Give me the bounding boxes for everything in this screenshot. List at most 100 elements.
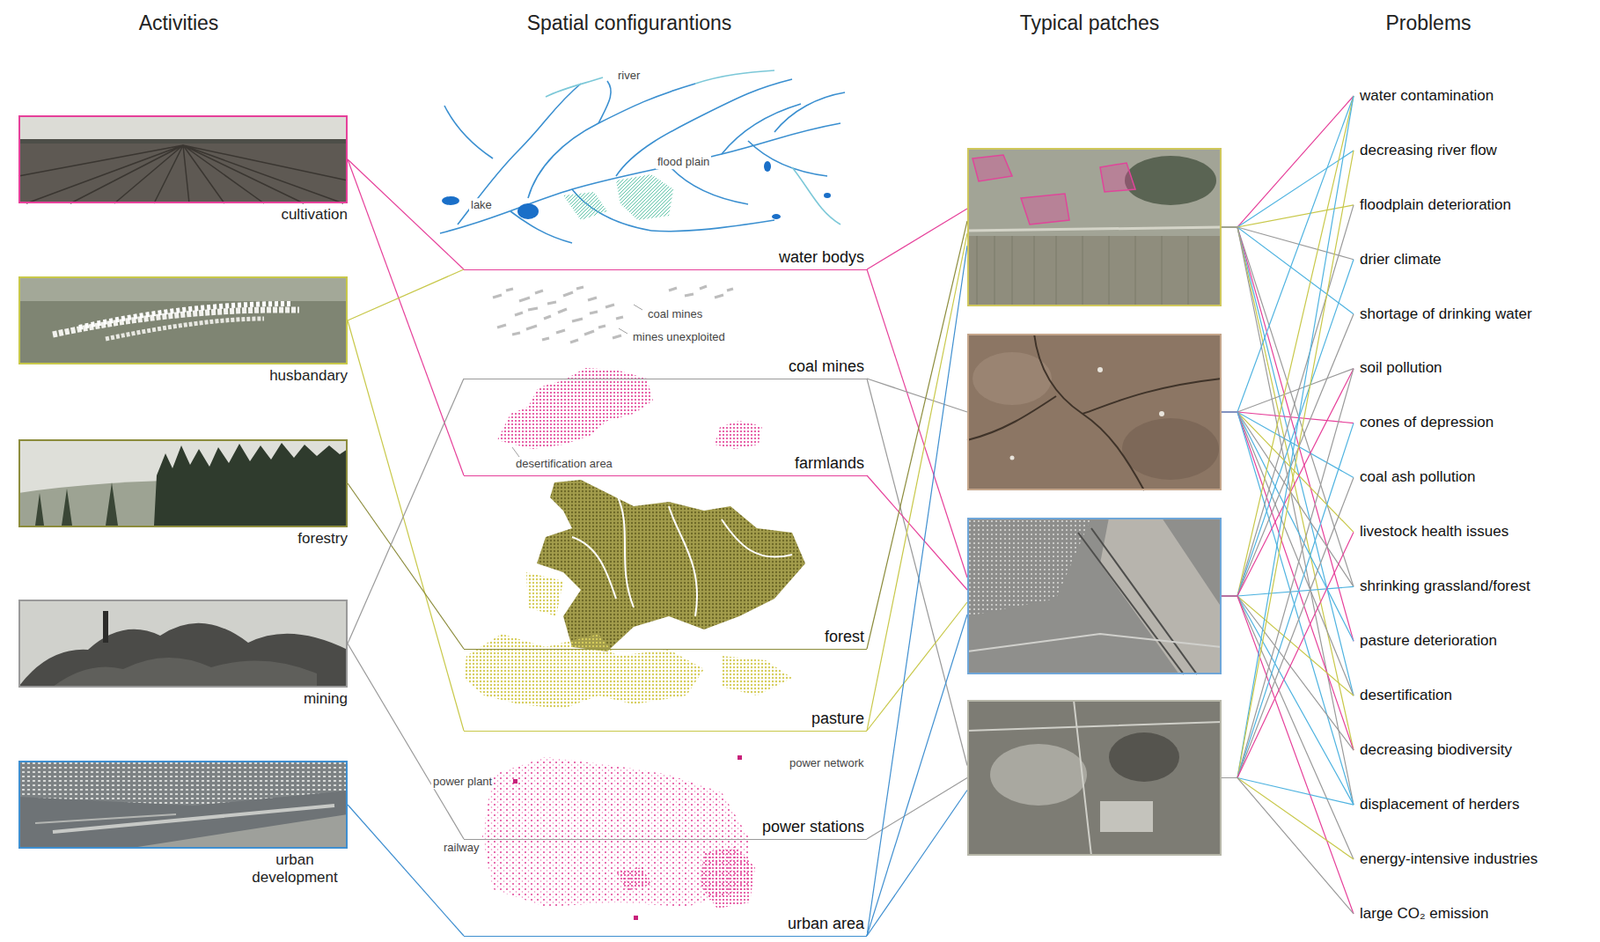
connector xyxy=(347,378,464,644)
pasture-area xyxy=(463,633,705,709)
lake-shape xyxy=(823,192,831,199)
problem-item: pasture deterioration xyxy=(1353,630,1498,652)
connector xyxy=(347,269,464,321)
power-plant-mark xyxy=(513,778,518,784)
activity-caption: husbandary xyxy=(18,366,348,385)
connector xyxy=(866,220,968,649)
patch-image xyxy=(967,699,1222,856)
connector xyxy=(1221,95,1354,778)
connector xyxy=(1221,411,1354,532)
connector xyxy=(347,320,464,731)
problem-item: soil pollution xyxy=(1353,357,1443,379)
power-plant-mark xyxy=(633,915,639,920)
problem-item: energy-intensive industries xyxy=(1353,848,1538,870)
connector xyxy=(1221,95,1354,228)
map-label: river xyxy=(616,68,642,83)
photo-mining xyxy=(18,599,348,687)
pasture-area xyxy=(721,655,793,696)
problem-text: displacement of herders xyxy=(1359,795,1520,814)
patch-image xyxy=(967,517,1222,675)
problem-text: floodplain deterioration xyxy=(1359,196,1512,214)
column-header: Problems xyxy=(1385,11,1471,37)
photo-frame xyxy=(18,599,348,688)
map-label: desertification area xyxy=(513,456,615,471)
connector xyxy=(1221,150,1354,228)
forest-area xyxy=(536,479,806,652)
problem-text: pasture deterioration xyxy=(1359,631,1498,650)
connector xyxy=(1221,595,1354,805)
lake-shape xyxy=(517,203,539,220)
problem-text: energy-intensive industries xyxy=(1359,850,1538,868)
map-label: power plant xyxy=(431,774,494,789)
map-layer: forest xyxy=(463,627,867,650)
map-label: flood plain xyxy=(655,154,712,169)
connector xyxy=(1221,259,1354,596)
activity-photo: urban development xyxy=(18,760,348,886)
pasture-area xyxy=(526,572,564,617)
connector xyxy=(1221,777,1354,860)
problem-item: coal ash pollution xyxy=(1353,466,1476,488)
patch-photo xyxy=(967,699,1222,856)
urban-area xyxy=(616,866,652,891)
connector xyxy=(1221,368,1354,412)
activity-photo: mining xyxy=(18,599,348,708)
map-label: mines unexploited xyxy=(631,330,727,345)
photo-frame xyxy=(18,439,348,528)
connector xyxy=(1221,423,1354,778)
connector xyxy=(866,790,968,937)
problem-text: decreasing river flow xyxy=(1359,141,1498,160)
problem-item: large CO₂ emission xyxy=(1353,902,1489,925)
connector xyxy=(1221,595,1354,859)
connector xyxy=(866,475,968,590)
connector xyxy=(347,483,464,649)
problem-item: shrinking grassland/forest xyxy=(1353,575,1531,597)
layer-label: farmlands xyxy=(792,454,867,474)
connector xyxy=(866,614,968,936)
connector xyxy=(1221,586,1354,596)
problem-text: large CO₂ emission xyxy=(1359,904,1489,923)
layer-label: pasture xyxy=(808,709,867,729)
problem-text: drier climate xyxy=(1359,250,1442,269)
patch-photo xyxy=(967,147,1222,307)
connector xyxy=(1221,777,1354,914)
layer-label: urban area xyxy=(785,914,867,934)
problem-item: desertification xyxy=(1353,684,1453,706)
problem-item: displacement of herders xyxy=(1353,793,1520,815)
power-plant-mark xyxy=(737,755,742,760)
desertification-area xyxy=(714,420,763,449)
map-label: railway xyxy=(441,840,481,855)
problem-item: decreasing biodiversity xyxy=(1353,739,1512,761)
connector xyxy=(1221,411,1354,696)
connector xyxy=(347,159,464,476)
connector xyxy=(1221,205,1354,228)
connector xyxy=(1221,595,1354,750)
desertification-area xyxy=(497,367,654,449)
connector xyxy=(347,159,464,270)
photo-frame xyxy=(18,760,348,849)
photo-urban xyxy=(18,760,348,848)
patch-image xyxy=(967,333,1222,491)
river-network xyxy=(440,70,845,243)
connector xyxy=(866,208,968,270)
problem-text: water contamination xyxy=(1359,87,1494,105)
activity-photo: forestry xyxy=(18,439,348,548)
problem-text: decreasing biodiversity xyxy=(1359,741,1512,759)
problem-item: water contamination xyxy=(1353,85,1494,107)
connector xyxy=(1221,205,1354,596)
layer-label: water bodys xyxy=(776,248,867,268)
lake-shape xyxy=(771,213,781,220)
layer-label: forest xyxy=(822,627,867,647)
problem-text: livestock health issues xyxy=(1359,522,1509,541)
connector xyxy=(1221,368,1354,778)
problem-text: cones of depression xyxy=(1359,413,1494,432)
map-layer: urban area xyxy=(463,914,867,937)
layer-label: power stations xyxy=(759,817,867,837)
patch-photo xyxy=(967,333,1222,491)
map-layer: water bodys xyxy=(463,248,867,271)
column-header: Typical patches xyxy=(1020,11,1160,37)
problem-item: drier climate xyxy=(1353,249,1442,271)
connector xyxy=(1221,150,1354,778)
activity-caption: mining xyxy=(18,689,348,708)
activity-photo: husbandary xyxy=(18,276,348,385)
connector xyxy=(866,233,968,731)
